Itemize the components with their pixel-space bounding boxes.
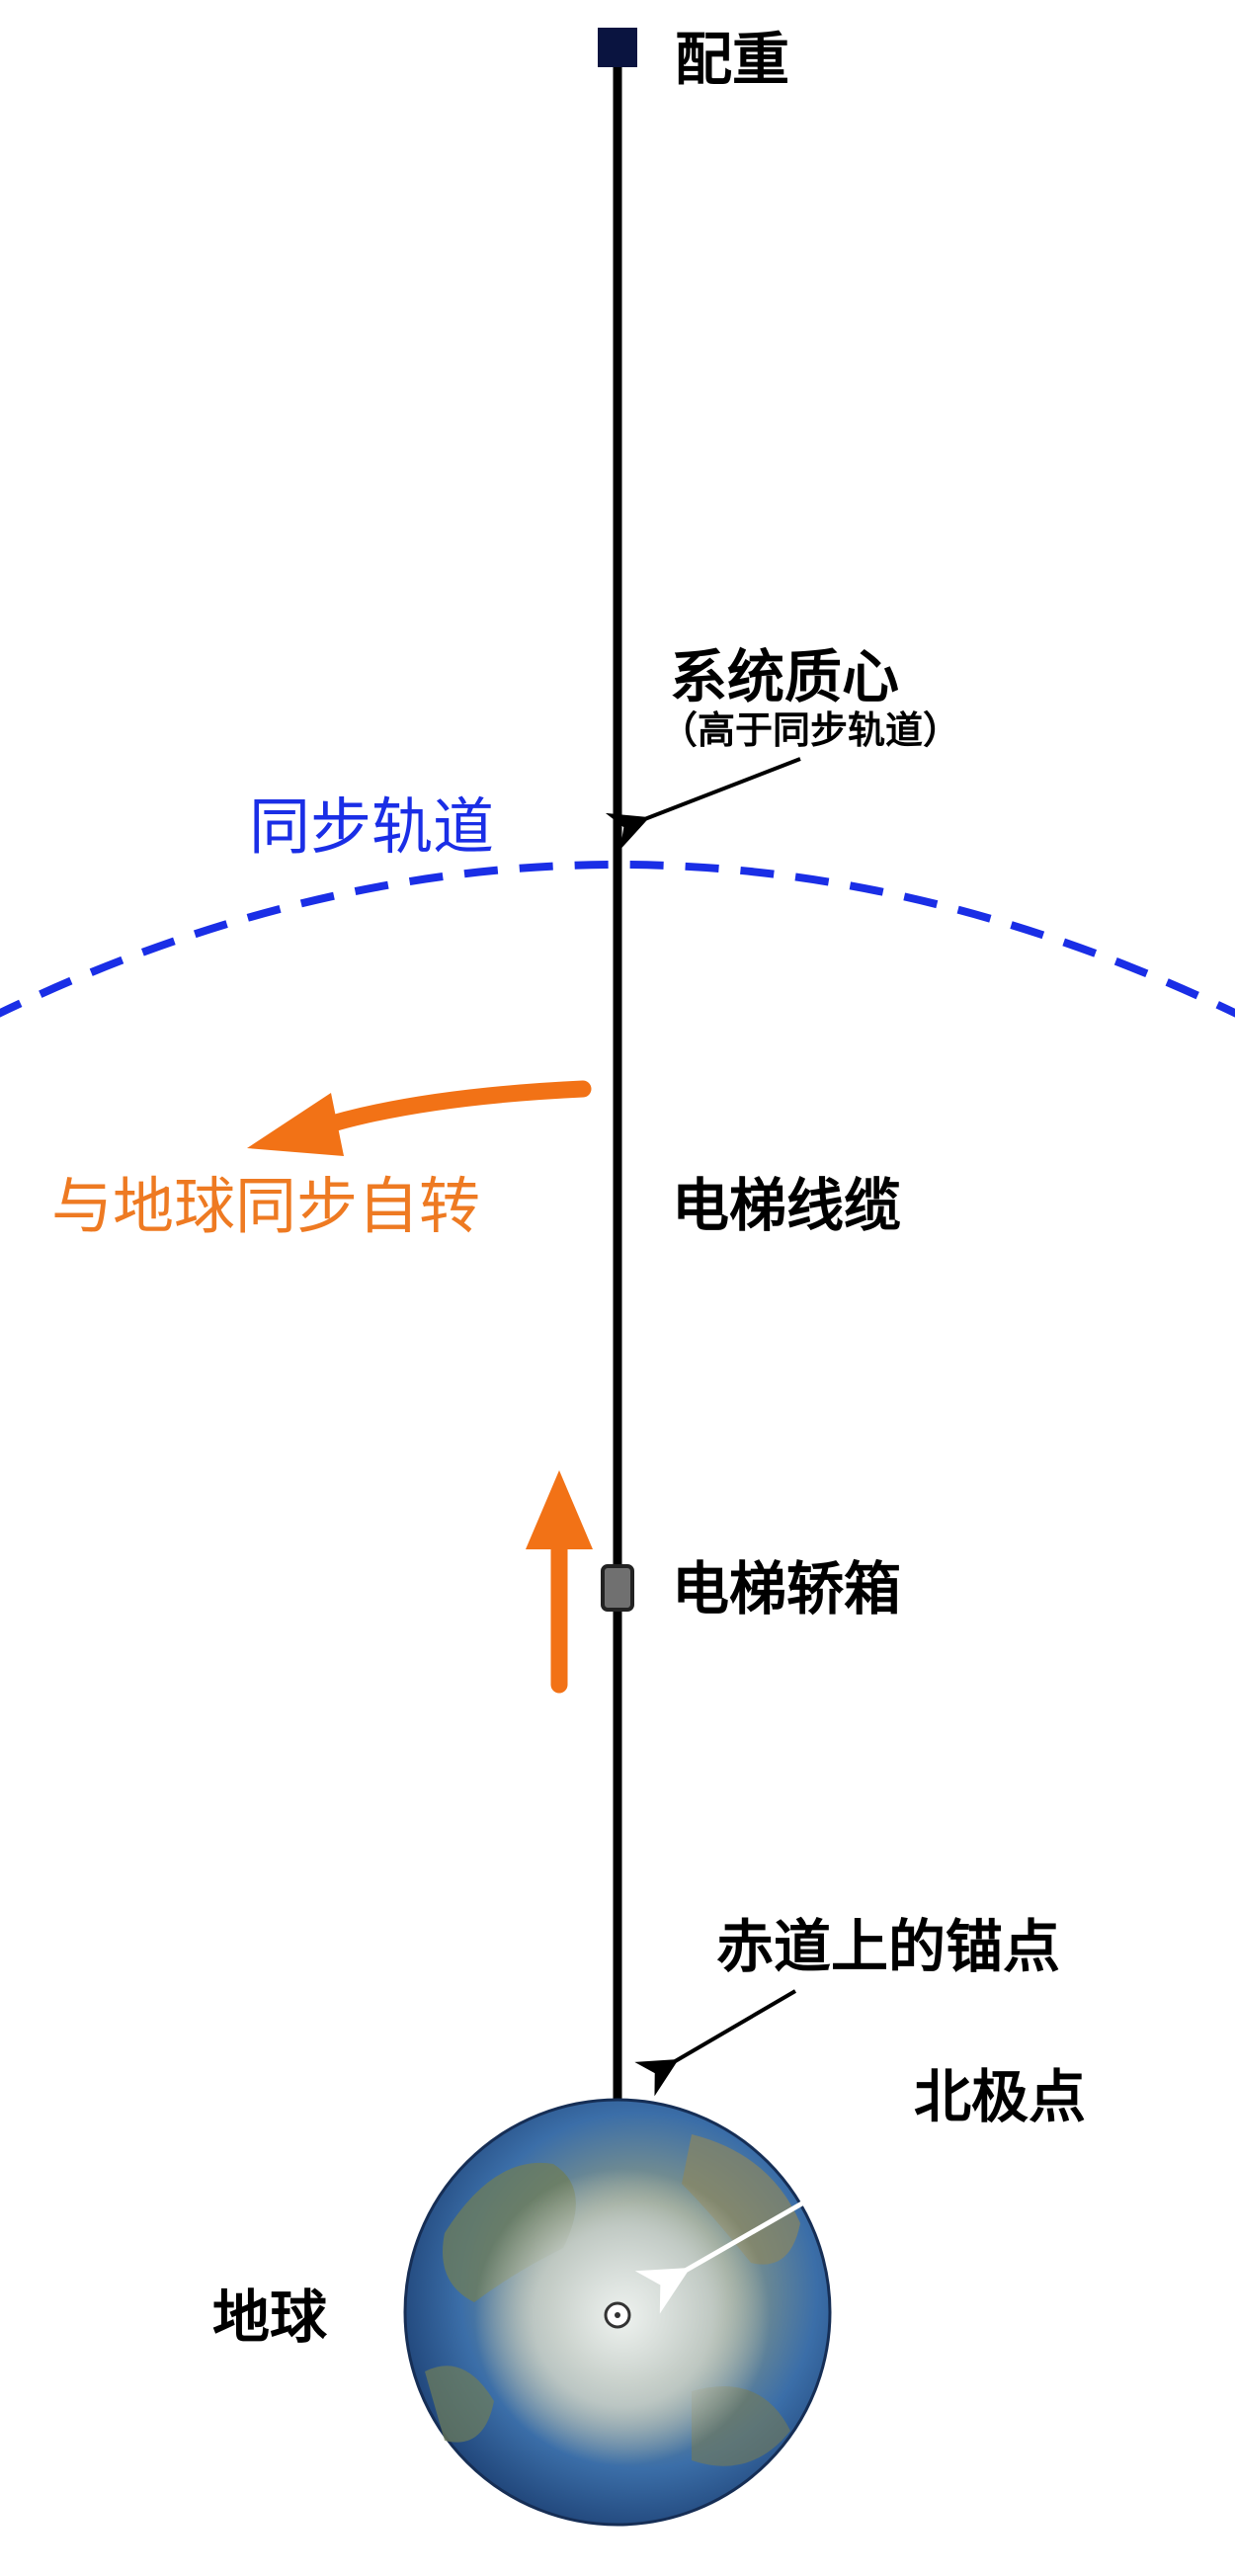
rotation-arrow-head xyxy=(247,1093,344,1156)
center-of-mass-pointer xyxy=(605,757,801,851)
center-of-mass-label: 系统质心 xyxy=(670,643,899,710)
north-pole-marker xyxy=(604,2301,631,2329)
rotation-label: 与地球同步自转 xyxy=(51,1170,480,1242)
earth-label: 地球 xyxy=(212,2284,328,2351)
climber-label: 电梯轿箱 xyxy=(672,1555,901,1622)
rotation-arrow xyxy=(307,1080,592,1137)
counterweight-block xyxy=(598,28,637,67)
anchor-label: 赤道上的锚点 xyxy=(716,1913,1060,1980)
anchor-pointer xyxy=(634,1989,797,2097)
north-pole-pointer xyxy=(634,2133,921,2314)
center-of-mass-note: （高于同步轨道） xyxy=(660,708,960,752)
north-pole-label: 北极点 xyxy=(914,2063,1086,2130)
cable-label: 电梯线缆 xyxy=(672,1172,901,1239)
counterweight-label: 配重 xyxy=(675,26,789,93)
geo-orbit-label: 同步轨道 xyxy=(249,790,494,863)
elevator-climber xyxy=(601,1564,634,1612)
ascent-arrow-head xyxy=(526,1470,593,1549)
